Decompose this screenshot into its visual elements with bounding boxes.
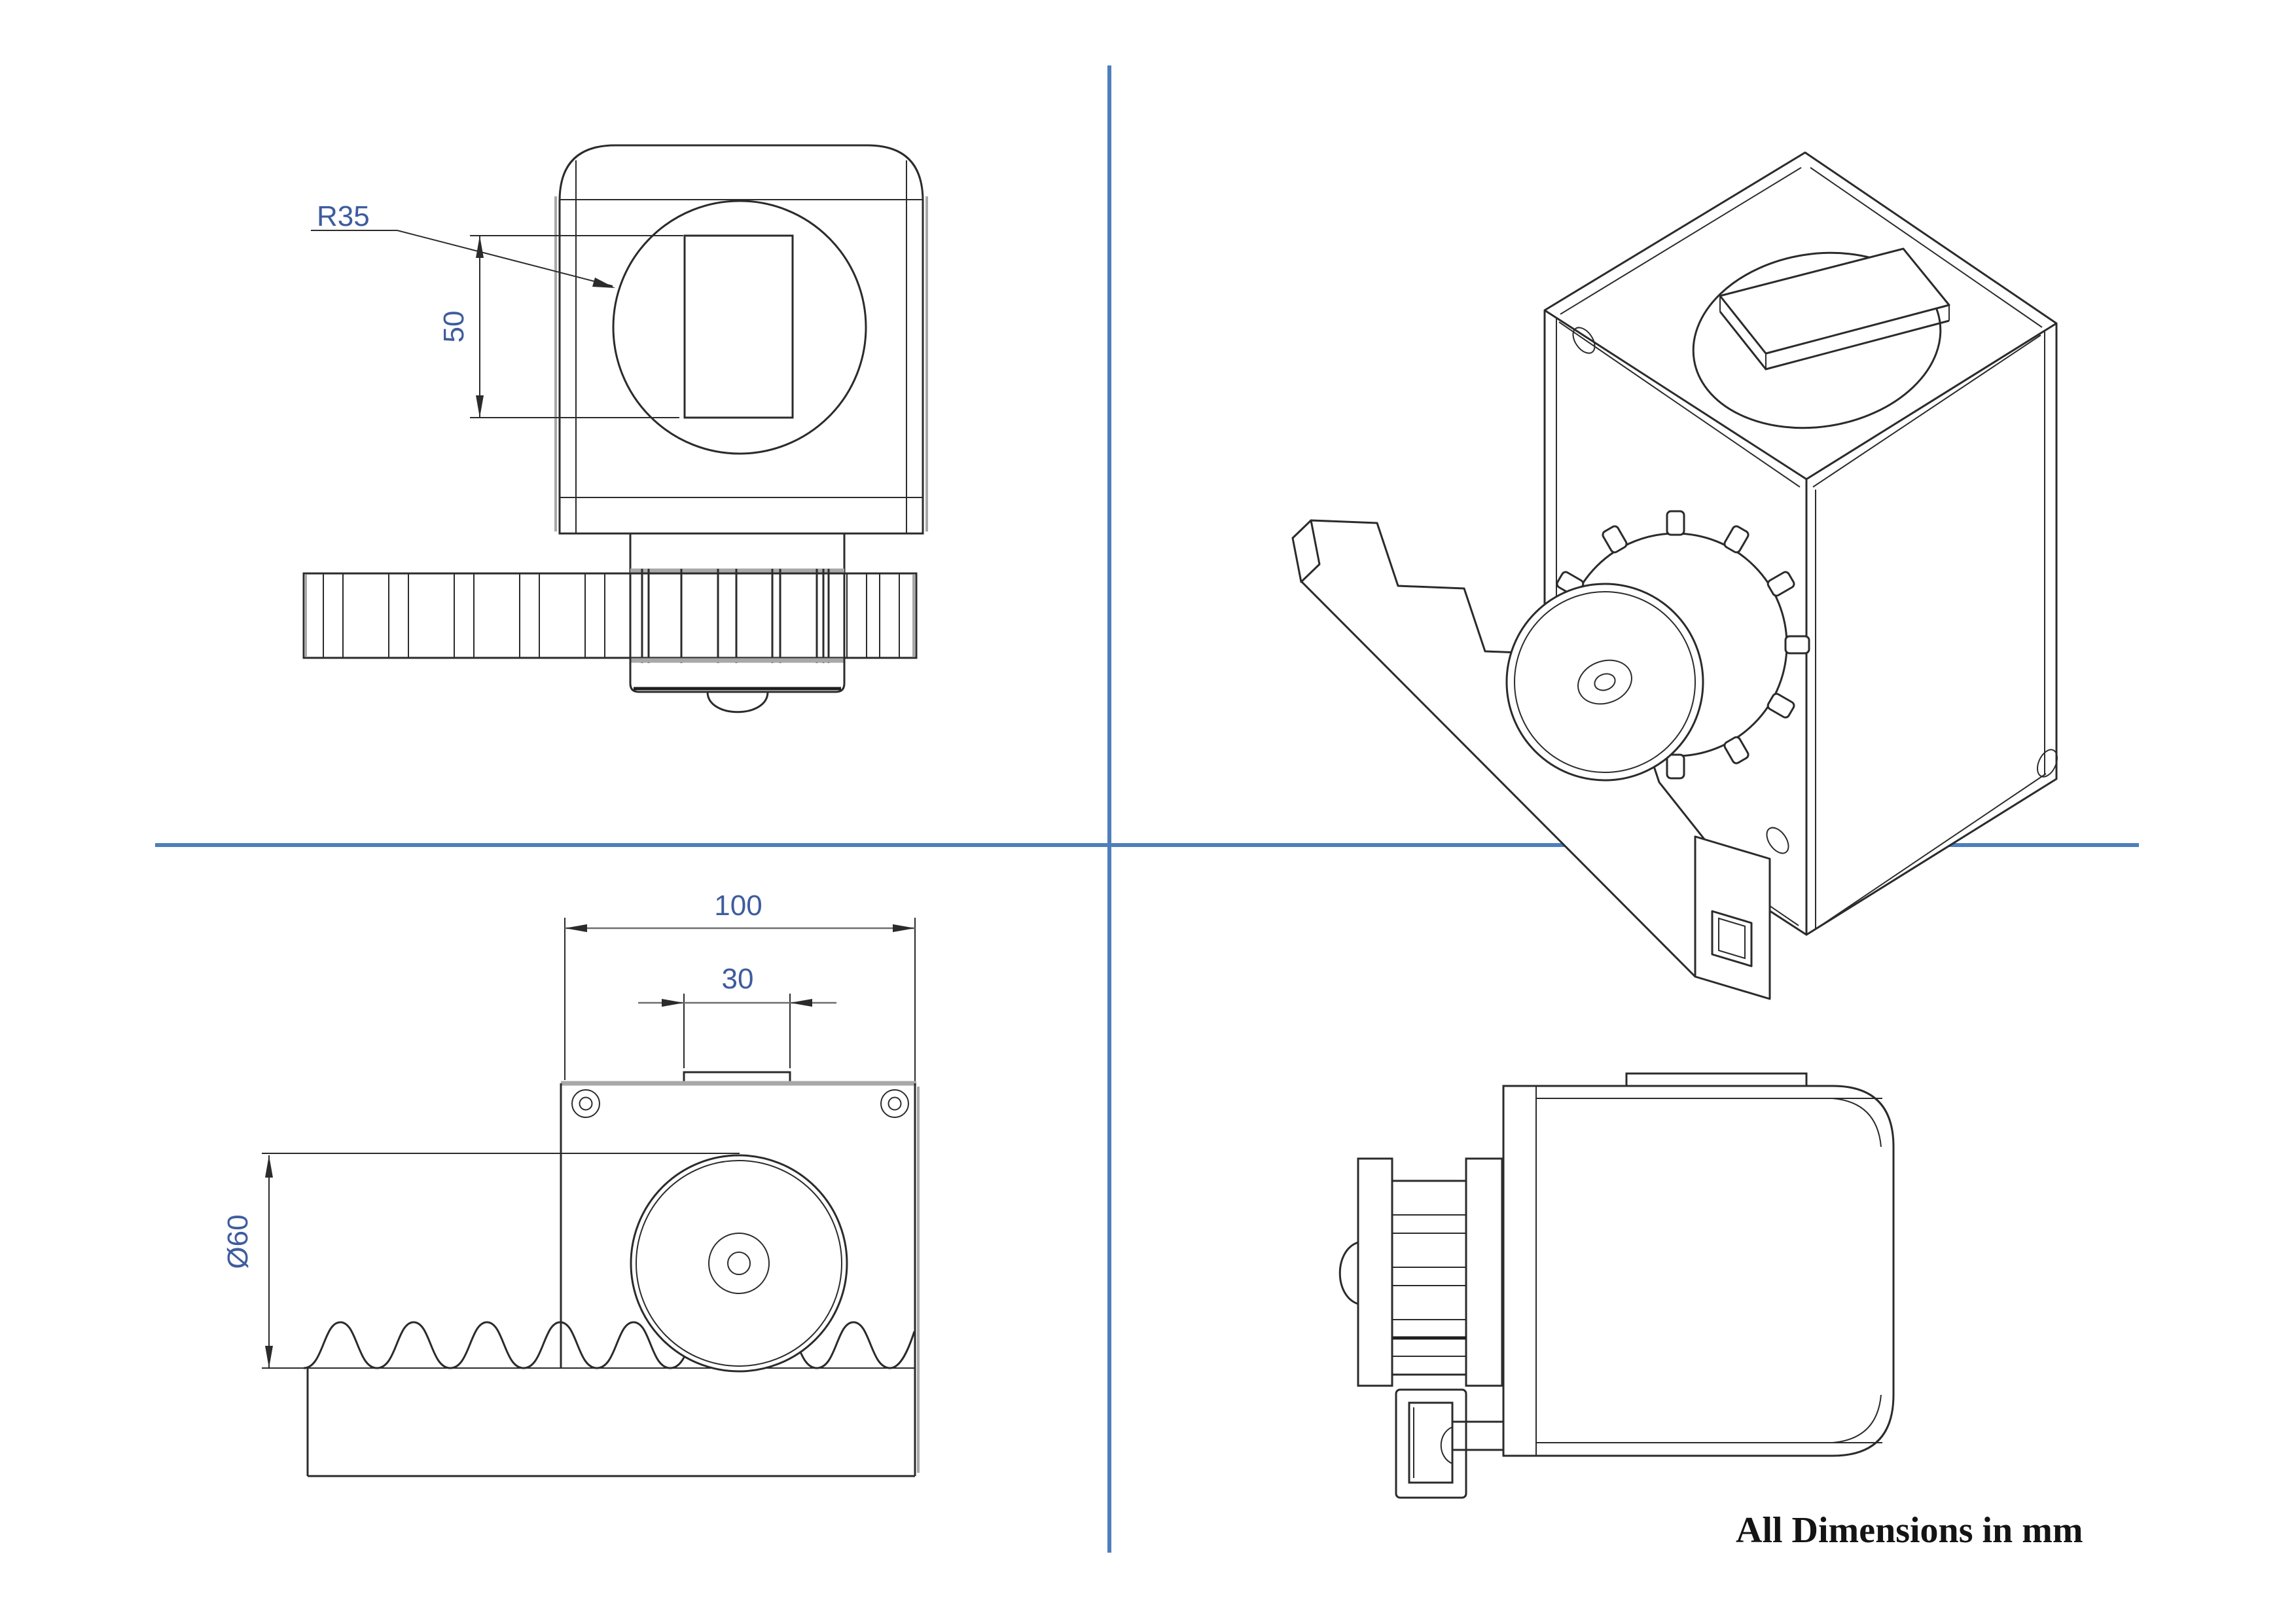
dimensions-note: All Dimensions in mm [1736, 1510, 2083, 1551]
side-body-outline [1502, 1085, 1895, 1457]
gear-front [630, 1154, 848, 1373]
gear-teeth-lines [1392, 1214, 1466, 1357]
dim-height-label: 50 [438, 311, 470, 343]
side-view [1338, 1072, 1895, 1499]
rack-strip-outline [302, 572, 918, 659]
gear-flange-plate [1465, 1157, 1503, 1387]
rack-strip [302, 569, 918, 663]
dim-50: 50 [438, 235, 683, 418]
corner-screw-mark-3 [2036, 749, 2058, 778]
side-corner-arc-top [1832, 1098, 1882, 1147]
r35-leader-line [397, 230, 613, 287]
r35-arrowhead [592, 278, 615, 288]
side-shaft-nub [1338, 1241, 1359, 1305]
side-top-tab [1625, 1072, 1808, 1087]
iso-rack-foot-hole-inner [1718, 917, 1746, 960]
bracket-tooth-profile [1440, 1426, 1453, 1464]
face-circle [612, 200, 867, 455]
dim-30: 30 [638, 963, 836, 1068]
bracket-outline [1395, 1388, 1467, 1499]
gear-outer-circle [630, 1154, 848, 1373]
dim50-arrow-top [476, 236, 484, 258]
pinion-bottom-flange [629, 658, 846, 693]
iso-pinion [1505, 510, 1810, 782]
rack-base-block [306, 1368, 916, 1477]
gear-hub-circle [708, 1233, 770, 1294]
pinion-front-rim [1514, 591, 1696, 773]
plate-top-face [1719, 247, 1950, 355]
iso-rack [1291, 519, 1771, 1000]
pinion-front-disc [1505, 583, 1704, 782]
cube-front-left-top-edge [1544, 309, 1807, 480]
side-gear-stack [1338, 1157, 1503, 1387]
dim-tab-label: 30 [722, 963, 754, 995]
top-raised-plate [1719, 247, 1950, 370]
cube-front-right-top-edge [1806, 322, 2057, 480]
pinion-hub [1577, 659, 1632, 705]
front-view-bottom: 100 30 [222, 890, 920, 1477]
dia60-arrow-bottom [265, 1346, 273, 1368]
dim-width-label: 100 [714, 890, 762, 922]
dim-diameter-label: Ø60 [222, 1214, 254, 1269]
dim30-arrow-left [662, 999, 684, 1007]
dim100-arrow-left [565, 924, 587, 932]
isometric-view [1291, 151, 2058, 1000]
dim30-arrow-right [790, 999, 812, 1007]
corner-screw-mark-1 [1572, 327, 1596, 354]
gear-outer-plate [1357, 1157, 1393, 1387]
bracket-hole [1408, 1401, 1454, 1484]
screw-bosses [571, 1089, 909, 1118]
rack-teeth-lines [323, 573, 900, 658]
dim-r35: R35 [311, 200, 615, 288]
dim100-arrow-right [893, 924, 915, 932]
dim-100: 100 [564, 890, 916, 1081]
gear-teeth-column [1391, 1180, 1467, 1376]
corner-screw-mark-2 [1766, 827, 1789, 854]
shaft-nub [706, 691, 769, 713]
side-bracket [1395, 1388, 1503, 1499]
pinion-shaft-hole [1594, 673, 1616, 691]
iso-rack-left-end [1291, 519, 1321, 583]
dia60-arrow-top [265, 1155, 273, 1178]
top-face-circle [1692, 251, 1942, 429]
gear-shaft-hole [727, 1252, 751, 1275]
dim50-arrow-bottom [476, 395, 484, 418]
front-view-top: R35 50 [302, 144, 928, 713]
motor-body-outline [558, 144, 924, 535]
pinion-teeth-lines [641, 569, 830, 663]
dim-dia60: Ø60 [222, 1153, 740, 1368]
gear-rim-circle [636, 1160, 842, 1367]
side-corner-arc-bottom [1832, 1394, 1882, 1443]
dim-radius-label: R35 [317, 200, 370, 232]
display-window [683, 234, 794, 419]
